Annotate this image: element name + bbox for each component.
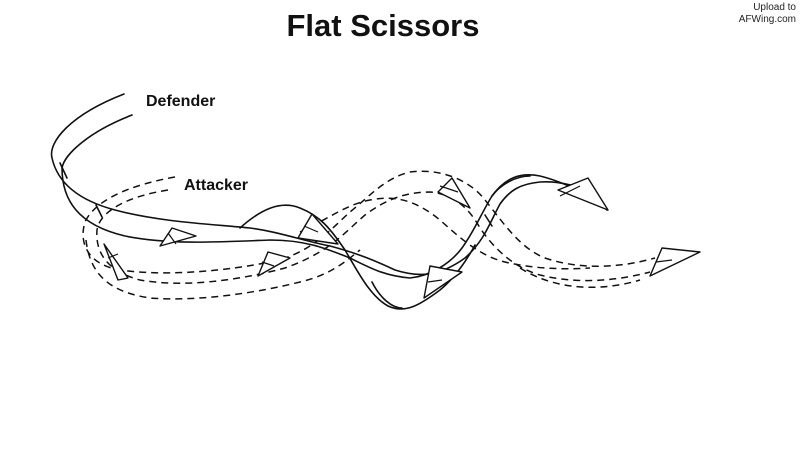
attacker-path-outer (82, 170, 656, 274)
attacker-path-end-lower (519, 267, 641, 289)
defender-path-twist (239, 204, 476, 310)
defender-aircraft-bottom (423, 265, 463, 299)
attacker-aircraft-left (103, 243, 129, 281)
attacker-aircraft-top (437, 177, 471, 209)
defender-rib-1 (59, 162, 68, 179)
defender-aircraft-left (159, 227, 197, 247)
attacker-label: Attacker (184, 177, 248, 194)
attacker-path (82, 170, 656, 300)
watermark-line-2: AFWing.com (738, 14, 796, 25)
watermark-line-1: Upload to (753, 2, 796, 13)
defender-path-upper-edge (50, 93, 576, 276)
defender-path-twist-back (371, 281, 403, 309)
diagram-title: Flat Scissors (286, 8, 480, 43)
attacker-aircraft-center-left (257, 251, 291, 277)
defender-path-lower-edge (61, 114, 531, 279)
defender-path (50, 93, 608, 310)
attacker-path-lower (85, 239, 361, 300)
attacker-aircraft-right (649, 247, 701, 277)
defender-aircraft-center (297, 213, 339, 245)
defender-aircraft-right (557, 177, 609, 211)
defender-label: Defender (146, 93, 215, 110)
watermark: Upload to AFWing.com (739, 2, 796, 26)
defender-rib-3 (484, 214, 493, 227)
attacker-path-inner (96, 189, 651, 284)
